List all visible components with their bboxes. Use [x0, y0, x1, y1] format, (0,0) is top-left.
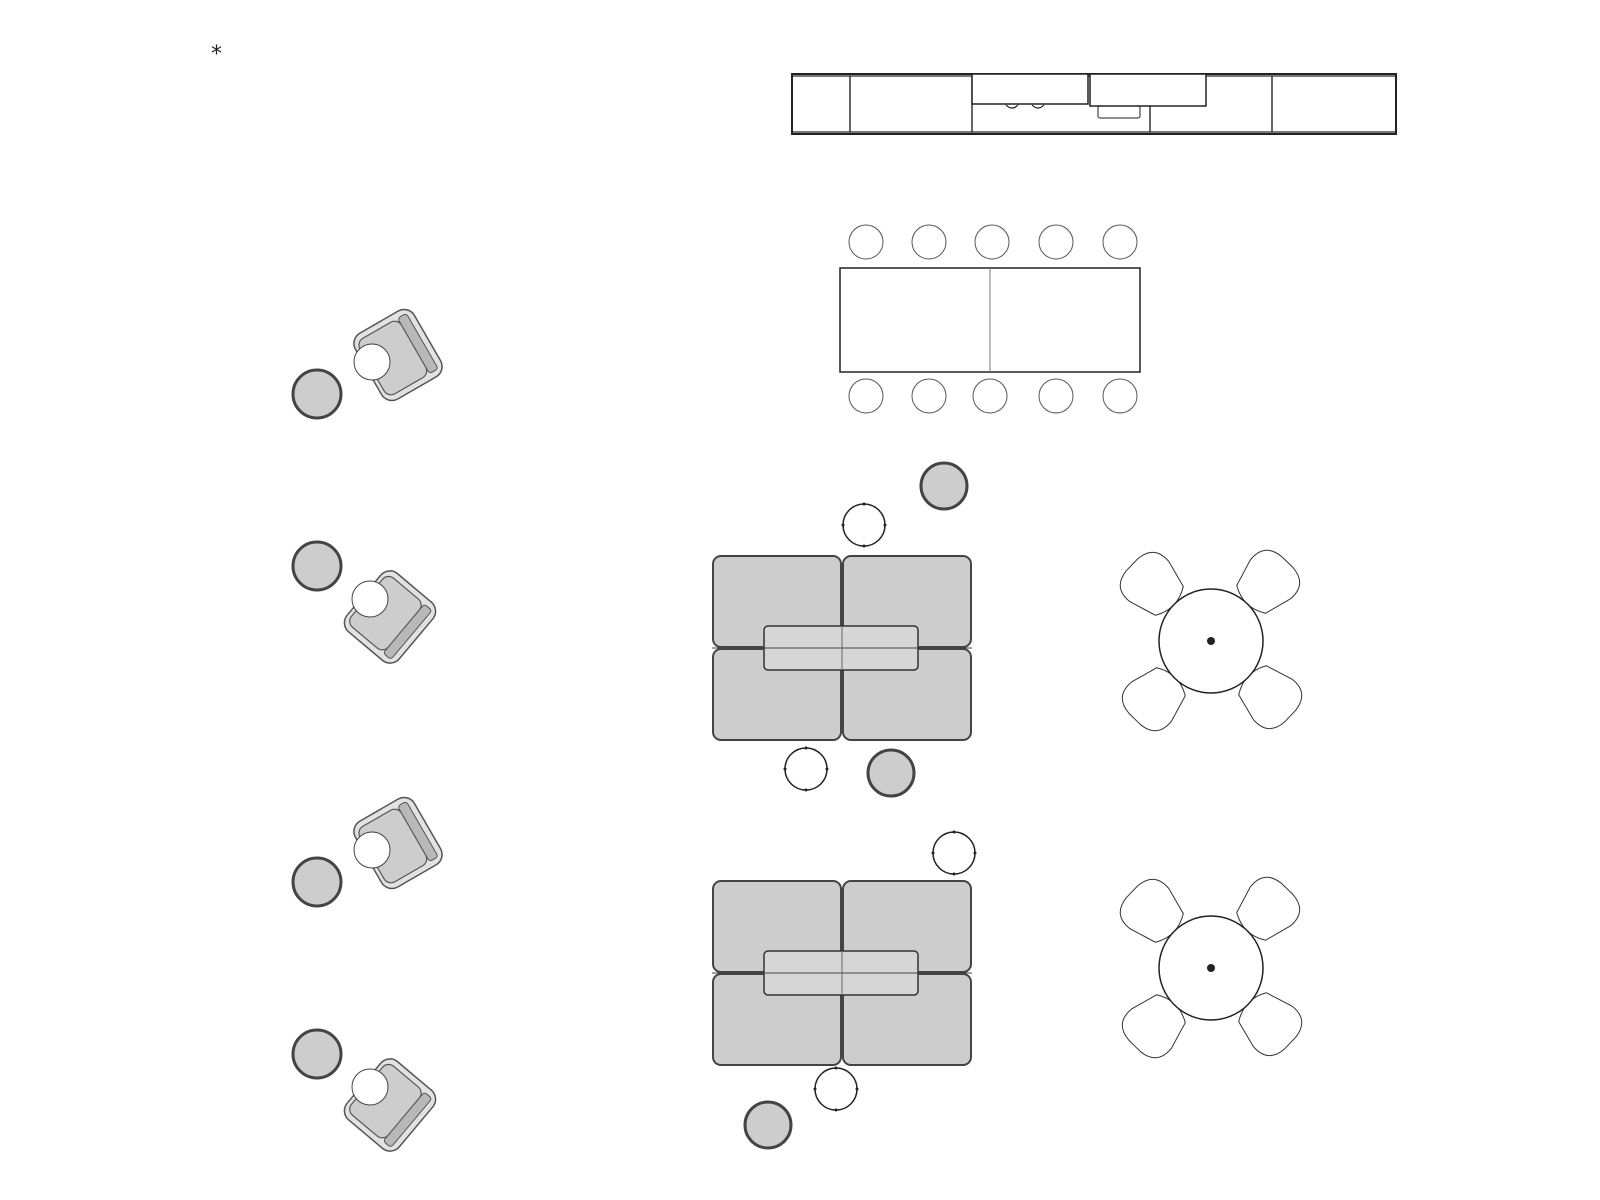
round-table-group[interactable]: [1112, 542, 1309, 738]
cushion-disc: [351, 580, 389, 618]
lounge-group[interactable]: [291, 305, 446, 420]
table-base-icon: [1207, 637, 1215, 645]
stool-leg: [973, 851, 977, 855]
lounge-chairs[interactable]: [291, 305, 446, 1156]
sofa-pods[interactable]: [712, 461, 977, 1150]
stool[interactable]: [1102, 224, 1138, 260]
lounge-chair[interactable]: [340, 1054, 441, 1156]
sofa-pod[interactable]: [712, 830, 977, 1150]
stool[interactable]: [911, 378, 947, 414]
stool-leg: [834, 1066, 838, 1070]
stool-leg: [931, 851, 935, 855]
chair-back: [383, 604, 432, 659]
credenza-drawer: [971, 73, 1089, 105]
stool[interactable]: [972, 378, 1008, 414]
stool-leg: [813, 1087, 817, 1091]
credenza-knob: [1031, 104, 1045, 109]
table-base-icon: [1207, 964, 1215, 972]
stool[interactable]: [974, 224, 1010, 260]
stool-leg: [952, 830, 956, 834]
side-table[interactable]: [291, 540, 343, 592]
round-table-group[interactable]: [1112, 869, 1309, 1065]
chair-back: [383, 1092, 432, 1147]
stool-leg: [804, 788, 808, 792]
sofa-pod[interactable]: [712, 461, 972, 798]
stool-leg: [841, 523, 845, 527]
stool[interactable]: [848, 224, 884, 260]
stool-leg: [952, 872, 956, 876]
stool[interactable]: [1102, 378, 1138, 414]
lounge-group[interactable]: [291, 540, 441, 668]
asterisk-marker: *: [211, 42, 222, 67]
credenza-drawer: [1089, 73, 1207, 107]
side-table[interactable]: [291, 856, 343, 908]
stool[interactable]: [842, 503, 886, 547]
cushion-disc: [351, 1068, 389, 1106]
side-table[interactable]: [291, 368, 343, 420]
stool[interactable]: [814, 1067, 858, 1111]
lounge-group[interactable]: [291, 793, 446, 908]
stool-leg: [883, 523, 887, 527]
stool-leg: [834, 1108, 838, 1112]
side-table[interactable]: [291, 1028, 343, 1080]
lounge-chair[interactable]: [340, 566, 441, 668]
stool-leg: [855, 1087, 859, 1091]
stool[interactable]: [1038, 224, 1074, 260]
side-table[interactable]: [919, 461, 969, 511]
stool-leg: [862, 544, 866, 548]
credenza-handle: [1097, 105, 1141, 119]
credenza[interactable]: [791, 73, 1397, 135]
stool[interactable]: [848, 378, 884, 414]
chair-back: [398, 313, 438, 374]
stool-leg: [862, 502, 866, 506]
stool-leg: [783, 767, 787, 771]
stool-leg: [804, 746, 808, 750]
side-table[interactable]: [866, 748, 916, 798]
cushion-disc: [353, 831, 391, 869]
stool[interactable]: [911, 224, 947, 260]
stool[interactable]: [1038, 378, 1074, 414]
lounge-group[interactable]: [291, 1028, 441, 1156]
side-table[interactable]: [743, 1100, 793, 1150]
conference-table-group[interactable]: [839, 224, 1141, 414]
stool-leg: [825, 767, 829, 771]
credenza-knob: [1005, 104, 1019, 109]
cushion-disc: [353, 343, 391, 381]
stool[interactable]: [932, 831, 976, 875]
credenza-segment: [1271, 75, 1397, 133]
chair-back: [398, 801, 438, 862]
round-tables[interactable]: [1112, 542, 1309, 1065]
stool[interactable]: [784, 747, 828, 791]
